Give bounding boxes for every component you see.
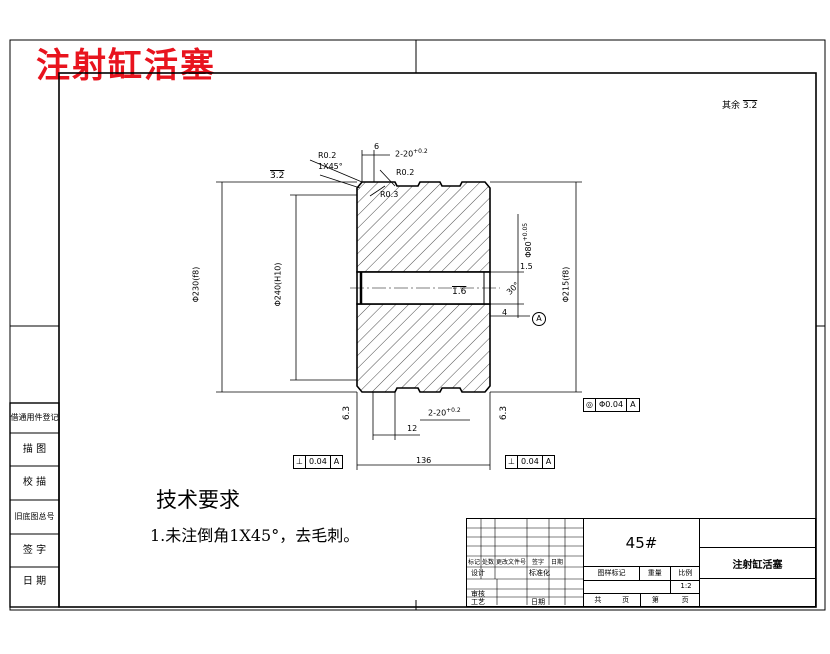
upper-half-section <box>356 181 491 273</box>
small-dim-2: 1.5 <box>520 262 533 271</box>
rev-col-4: 签字 <box>531 559 544 566</box>
chamfer-top: 1X45° <box>318 162 343 171</box>
general-roughness: 其余 3.2 <box>722 98 757 111</box>
rev-col-5: 日期 <box>550 559 563 566</box>
tech-requirements-title: 技术要求 <box>156 488 240 512</box>
groove-bottom-tol: +0.2 <box>446 407 461 414</box>
roughness-bore: 1.6 <box>452 287 467 297</box>
radius-top-1: R0.2 <box>318 151 337 160</box>
datum-circle: A <box>532 312 546 326</box>
part-name-cell: 注射缸活塞 <box>699 547 815 579</box>
dia-outer-left: Φ230(f8) <box>191 266 201 303</box>
title-block: 标记 处数 更改文件号 签字 日期 设计 标准化 审核 工艺 日期 45# 图样… <box>466 518 816 607</box>
process-label: 工艺 <box>471 598 485 606</box>
coaxiality-datum: A <box>630 400 636 409</box>
groove-top: 2-20+0.2 <box>395 148 428 159</box>
groove-bottom-value: 2-20 <box>428 408 447 418</box>
bottom-dimensions <box>356 392 491 470</box>
top-dimensions <box>309 150 396 197</box>
roughness-bottom-left: 6.3 <box>342 405 353 421</box>
small-dim: 4 <box>502 308 508 317</box>
sheet-no-label: 第 <box>651 596 659 604</box>
stage-header-row: 图样标记 重量 比例 <box>584 567 700 581</box>
perp-right-symbol: ⊥ <box>506 456 518 468</box>
sheet-unit-label: 页 <box>612 594 641 607</box>
scale-label: 比例 <box>678 569 693 577</box>
stage-label: 图样标记 <box>584 567 641 580</box>
right-dimensions <box>490 181 582 393</box>
perpendicularity-left-frame: ⊥ 0.04 A <box>293 455 344 469</box>
side-stamp-1: 借通用件登记 <box>10 413 59 422</box>
perpendicularity-right-frame: ⊥ 0.04 A <box>505 455 556 469</box>
revision-header-row: 标记 处数 更改文件号 签字 日期 <box>467 557 583 566</box>
perp-left-symbol: ⊥ <box>294 456 306 468</box>
radius-top-3: R0.3 <box>380 190 399 199</box>
date-label: 日期 <box>531 598 545 606</box>
left-dimensions <box>216 181 357 393</box>
perp-left-value: 0.04 <box>306 456 331 468</box>
groove-top-value: 2-20 <box>395 149 414 159</box>
length-total: 136 <box>416 456 432 465</box>
rev-col-2: 处数 <box>481 559 494 566</box>
stage-grid: 图样标记 重量 比例 1:2 共 页 第 页 <box>583 567 701 607</box>
groove-bottom: 2-20+0.2 <box>428 407 461 418</box>
blank-cell-top <box>699 519 815 547</box>
roughness-bottom-right: 6.3 <box>499 405 510 421</box>
perp-right-datum: A <box>545 457 552 466</box>
review-label: 审核 <box>471 590 485 598</box>
coaxiality-value: Φ0.04 <box>596 399 628 411</box>
blank-cell-bottom <box>699 579 815 606</box>
roughness-top-left: 3.2 <box>270 171 285 181</box>
general-roughness-value: 3.2 <box>742 101 758 111</box>
weight-label: 重量 <box>640 567 671 580</box>
inner-border <box>58 72 817 608</box>
sheet-total-label: 共 <box>594 596 602 604</box>
width-small: 6 <box>374 142 380 151</box>
lower-half-section <box>356 303 491 393</box>
sheet-unit2-label: 页 <box>681 596 689 604</box>
standard-label: 标准化 <box>529 569 550 577</box>
side-stamp-table <box>9 402 60 608</box>
material-cell: 45# <box>583 519 699 567</box>
dim-12: 12 <box>407 424 418 433</box>
scale-value: 1:2 <box>670 580 701 593</box>
side-stamp-5: 签 字 <box>22 545 47 556</box>
side-stamp-6: 日 期 <box>22 576 47 587</box>
perp-right-value: 0.04 <box>518 456 543 468</box>
radius-top-2: R0.2 <box>396 168 415 177</box>
page-title: 注射缸活塞 <box>36 46 216 86</box>
side-stamp-labels: 借通用件登记 描 图 校 描 旧底图总号 签 字 日 期 <box>10 403 59 607</box>
groove-top-tol: +0.2 <box>413 148 428 155</box>
dia-outer-right: Φ215(f8) <box>561 266 571 303</box>
side-stamp-3: 校 描 <box>22 477 47 488</box>
coaxiality-frame: ◎ Φ0.04 A <box>583 398 640 412</box>
side-stamp-2: 描 图 <box>22 444 47 455</box>
piston-section <box>350 181 500 393</box>
dia-bore-tol: +0.05 <box>522 222 530 242</box>
side-stamp-4: 旧底图总号 <box>14 512 55 521</box>
dia-inner: Φ240(H10) <box>273 262 283 307</box>
dia-bore-value: Φ80 <box>523 241 533 258</box>
rev-col-1: 标记 <box>467 559 480 566</box>
design-label: 设计 <box>471 569 485 577</box>
perp-left-datum: A <box>333 457 340 466</box>
sheet-row: 共 页 第 页 <box>584 593 700 607</box>
outer-border <box>9 39 826 611</box>
dia-bore-right: Φ80+0.05 <box>522 223 533 258</box>
tech-requirements-note: 1.未注倒角1X45°，去毛刺。 <box>150 526 360 545</box>
rev-col-3: 更改文件号 <box>495 559 526 566</box>
coaxiality-symbol: ◎ <box>584 399 596 411</box>
general-roughness-prefix: 其余 <box>722 101 741 111</box>
revision-grid <box>467 519 583 605</box>
